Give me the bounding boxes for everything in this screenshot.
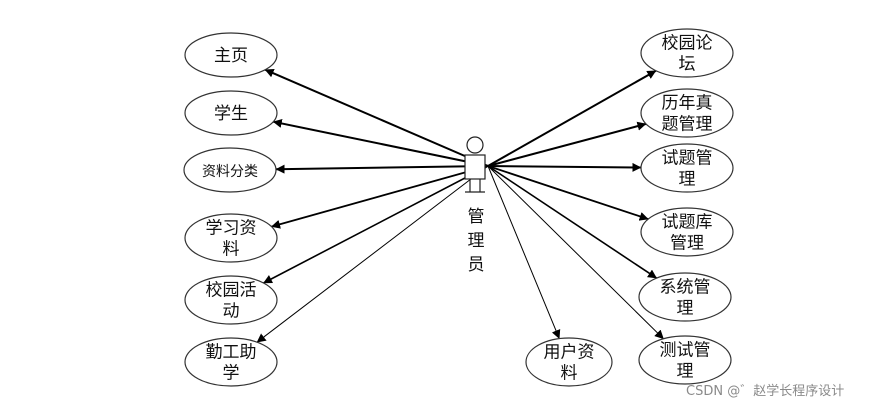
- association-arrow-student: [272, 119, 489, 167]
- use-case-label-tests: 测试管理: [660, 341, 711, 382]
- use-case-userinfo: 用户资料: [525, 337, 613, 387]
- association-arrow-qbank: [487, 165, 649, 221]
- use-case-label-line: 历年真: [662, 94, 713, 114]
- use-case-label-qbank: 试题库管理: [662, 213, 713, 254]
- actor-label-char: 理: [468, 231, 485, 251]
- use-case-label-line: 题管理: [662, 115, 713, 135]
- use-case-label-line: 学习资: [206, 219, 257, 239]
- actor-administrator: 管理员: [464, 136, 486, 275]
- association-arrow-activities: [263, 165, 489, 284]
- association-arrow-forum: [487, 69, 657, 167]
- use-case-ellipse-userinfo: [525, 337, 613, 387]
- association-arrow-pastpapers: [487, 121, 647, 167]
- association-arrow-tests: [487, 165, 664, 340]
- use-case-label-line: 测试管: [660, 341, 711, 361]
- use-case-label-line: 坛: [679, 55, 696, 75]
- use-case-label-workstudy: 勤工助学: [206, 343, 257, 384]
- use-case-label-line: 动: [223, 302, 240, 322]
- use-case-label-line: 校园活: [206, 281, 257, 301]
- use-case-label-line: 系统管: [660, 278, 711, 298]
- use-case-label-userinfo: 用户资料: [544, 343, 595, 384]
- use-case-ellipse-questions: [640, 143, 734, 193]
- use-case-forum: 校园论坛: [640, 28, 734, 78]
- actor-body-icon: [464, 154, 486, 180]
- use-case-workstudy: 勤工助学: [184, 337, 278, 387]
- use-case-label-line: 学生: [214, 104, 248, 124]
- use-case-label-activities: 校园活动: [206, 281, 257, 322]
- association-arrows: [256, 68, 664, 343]
- association-arrow-userinfo: [487, 165, 561, 340]
- association-arrow-workstudy: [256, 165, 489, 343]
- use-case-materials: 学习资料: [184, 213, 278, 263]
- use-case-label-materials: 学习资料: [206, 219, 257, 260]
- use-case-label-line: 理: [677, 362, 694, 382]
- use-case-label-line: 料: [223, 240, 240, 260]
- use-case-label-home: 主页: [214, 46, 248, 66]
- use-case-ellipse-tests: [638, 335, 732, 385]
- association-arrow-materials: [271, 165, 489, 229]
- use-case-label-line: 试题管: [662, 149, 713, 169]
- use-case-ellipse-student: [184, 90, 278, 136]
- use-case-label-line: 理: [679, 170, 696, 190]
- use-case-label-line: 学: [223, 364, 240, 384]
- use-case-label-line: 校园论: [662, 34, 713, 54]
- association-arrow-system: [487, 165, 658, 279]
- use-case-label-category: 资料分类: [202, 164, 258, 180]
- use-case-label-line: 资料分类: [202, 164, 258, 180]
- use-case-activities: 校园活动: [184, 275, 278, 325]
- use-case-pastpapers: 历年真题管理: [640, 88, 734, 138]
- use-case-label-line: 试题库: [662, 213, 713, 233]
- use-case-ellipse-system: [638, 272, 732, 322]
- actor-label-char: 员: [468, 255, 485, 275]
- use-case-label-line: 用户资: [544, 343, 595, 363]
- watermark: CSDN @゛赵学长程序设计: [686, 384, 845, 399]
- use-case-home: 主页: [184, 32, 278, 78]
- use-case-system: 系统管理: [638, 272, 732, 322]
- use-case-ellipse-workstudy: [184, 337, 278, 387]
- use-case-label-line: 管理: [670, 234, 704, 254]
- actor-label-char: 管: [468, 207, 485, 227]
- use-case-label-pastpapers: 历年真题管理: [662, 94, 713, 135]
- use-case-ellipse-category: [183, 147, 277, 193]
- use-case-label-line: 理: [677, 299, 694, 319]
- use-case-tests: 测试管理: [638, 335, 732, 385]
- use-case-ellipse-qbank: [640, 207, 734, 257]
- use-case-ellipse-materials: [184, 213, 278, 263]
- use-case-nodes: 主页学生资料分类学习资料校园活动勤工助学校园论坛历年真题管理试题管理试题库管理系…: [183, 28, 734, 387]
- actor-head-icon: [466, 136, 484, 154]
- association-arrow-home: [264, 68, 489, 167]
- use-case-label-forum: 校园论坛: [662, 34, 713, 75]
- use-case-questions: 试题管理: [640, 143, 734, 193]
- use-case-label-line: 主页: [214, 46, 248, 66]
- association-arrow-questions: [487, 162, 642, 172]
- actor-label: 管理员: [468, 207, 485, 275]
- use-case-label-student: 学生: [214, 104, 248, 124]
- use-case-label-line: 勤工助: [206, 343, 257, 363]
- use-case-qbank: 试题库管理: [640, 207, 734, 257]
- use-case-label-questions: 试题管理: [662, 149, 713, 190]
- use-case-label-system: 系统管理: [660, 278, 711, 319]
- association-arrow-category: [275, 164, 489, 174]
- use-case-ellipse-pastpapers: [640, 88, 734, 138]
- use-case-student: 学生: [184, 90, 278, 136]
- use-case-label-line: 料: [561, 364, 578, 384]
- use-case-ellipse-activities: [184, 275, 278, 325]
- use-case-ellipse-home: [184, 32, 278, 78]
- use-case-ellipse-forum: [640, 28, 734, 78]
- use-case-category: 资料分类: [183, 147, 277, 193]
